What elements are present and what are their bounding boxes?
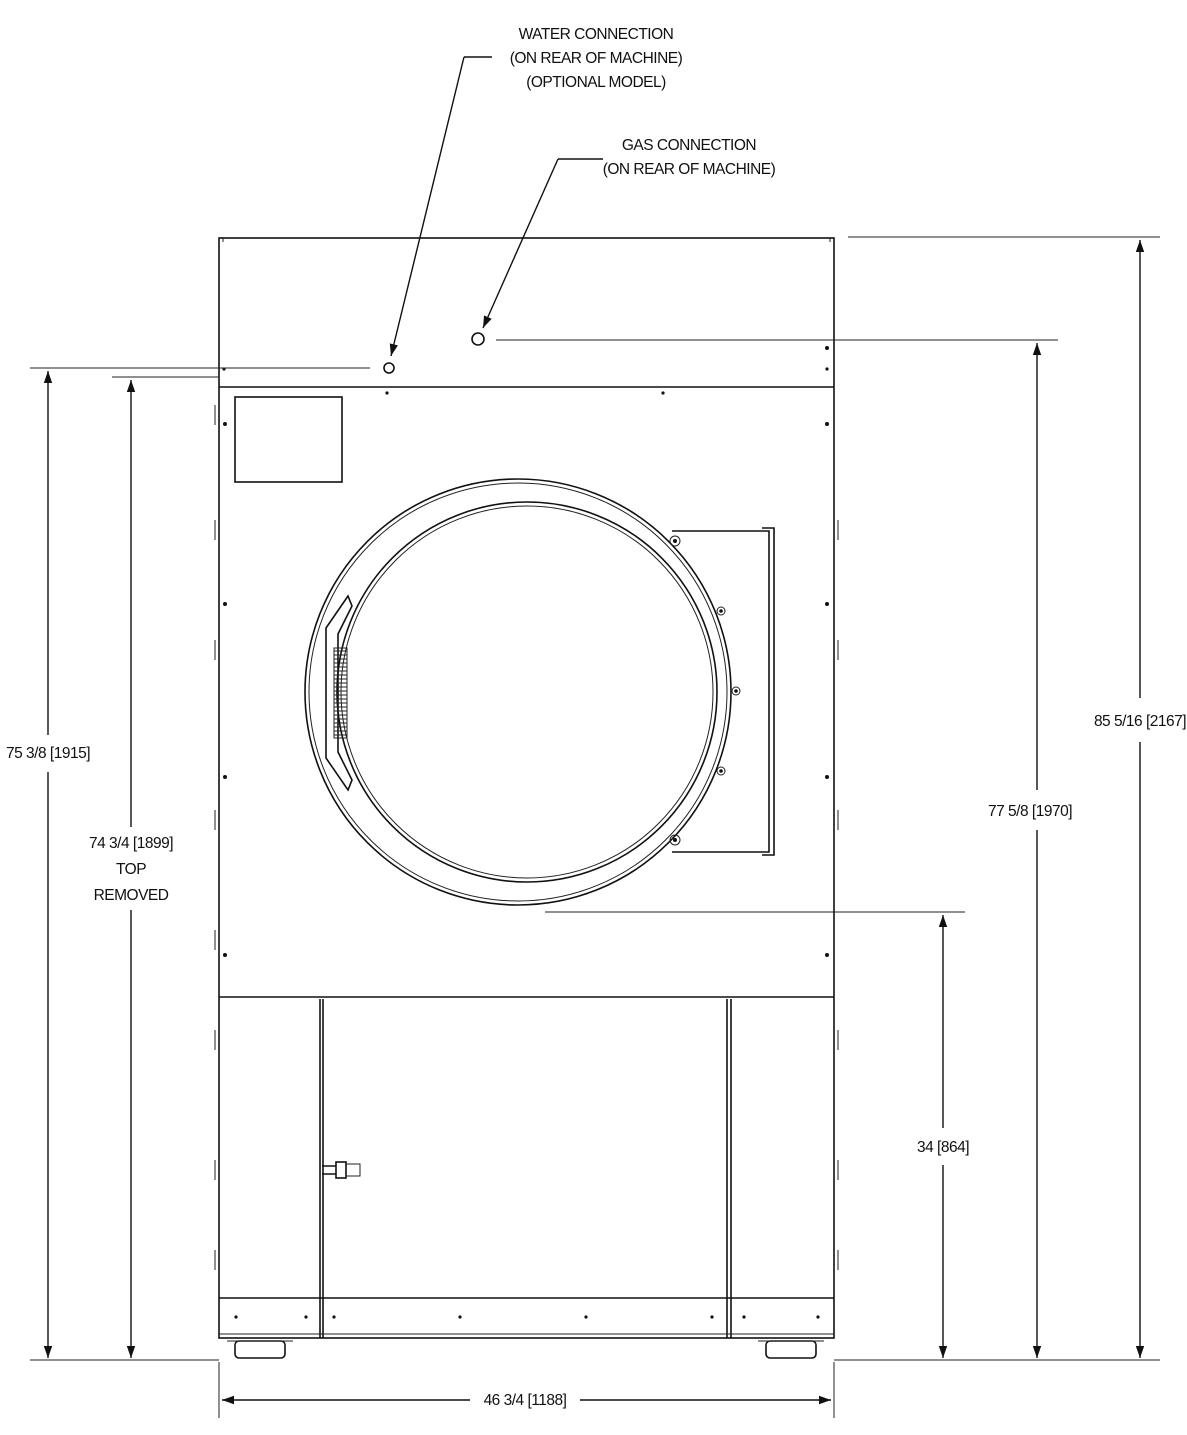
loading-door [304, 478, 732, 906]
leveling-feet [227, 1340, 824, 1359]
water-callout-line-3: (OPTIONAL MODEL) [526, 74, 666, 91]
gas-connection-callout: GAS CONNECTION (ON REAR OF MACHINE) [603, 137, 776, 178]
handle-grip-frame [333, 647, 348, 739]
gas-leader [482, 158, 603, 329]
top-removed-line-1: 74 3/4 [1899] [89, 835, 173, 852]
control-panel [234, 396, 343, 483]
lint-door-latch [322, 1161, 361, 1179]
overall-height-label: 85 5/16 [2167] [1094, 713, 1186, 730]
top-removed-line-2: TOP [116, 861, 146, 878]
gas-height-label: 77 5/8 [1970] [988, 803, 1072, 820]
water-connection-callout: WATER CONNECTION (ON REAR OF MACHINE) (O… [510, 26, 683, 91]
base-cabinet [219, 999, 834, 1338]
gas-connection-point [471, 332, 485, 346]
door-height-label: 34 [864] [917, 1139, 969, 1156]
top-removed-label: 74 3/4 [1899] TOP REMOVED [89, 835, 174, 904]
water-leader [389, 56, 492, 357]
width-label: 46 3/4 [1188] [484, 1392, 567, 1409]
water-connection-point [383, 362, 395, 374]
water-callout-line-2: (ON REAR OF MACHINE) [510, 50, 683, 67]
top-removed-line-3: REMOVED [94, 887, 169, 904]
door-handle [325, 594, 353, 792]
dimension-lines [43, 240, 1145, 1405]
door-hinge [669, 527, 775, 856]
machine-cabinet [214, 237, 839, 1339]
extension-lines [30, 236, 1160, 1418]
gas-callout-line-2: (ON REAR OF MACHINE) [603, 161, 776, 178]
gas-callout-line-1: GAS CONNECTION [622, 137, 756, 154]
water-height-label: 75 3/8 [1915] [6, 745, 90, 762]
water-callout-line-1: WATER CONNECTION [519, 26, 674, 43]
